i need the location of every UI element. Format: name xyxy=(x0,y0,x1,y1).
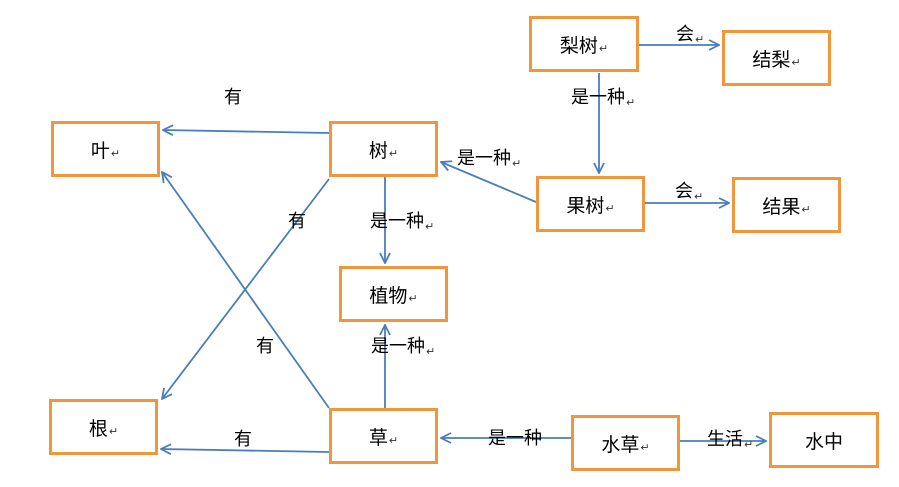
edge-label-shu-gen: 有 xyxy=(288,213,306,231)
edge-shu-ye xyxy=(163,130,330,133)
edge-label-text: 是一种 xyxy=(371,336,425,357)
edge-label-guoshu-jieguo: 会↵ xyxy=(675,181,704,203)
edge-guoshu-shu xyxy=(441,162,537,203)
edge-label-text: 生活 xyxy=(707,429,743,450)
node-zhi-wu: 植物↵ xyxy=(339,266,448,322)
node-ye: 叶↵ xyxy=(51,121,160,177)
edge-cao-gen xyxy=(161,449,330,452)
edge-label-lishu-guoshu: 是一种↵ xyxy=(571,87,636,109)
edge-label-shu-ye: 有 xyxy=(224,89,242,107)
edge-label-cao-zhiwu: 是一种↵ xyxy=(371,336,436,358)
node-label: 梨树 xyxy=(559,34,598,57)
node-shui-cao: 水草↵ xyxy=(571,415,680,471)
node-shu: 树↵ xyxy=(329,121,438,177)
edge-label-cao-gen: 有 xyxy=(234,431,252,449)
node-jie-guo: 结果↵ xyxy=(732,177,841,233)
node-label: 结果 xyxy=(762,195,801,218)
edge-label-text: 是一种 xyxy=(488,428,542,449)
edge-label-lishu-jieli: 会↵ xyxy=(676,24,705,46)
edge-label-text: 有 xyxy=(256,336,274,357)
edge-label-text: 是一种 xyxy=(370,211,424,232)
node-label: 水草 xyxy=(601,433,640,456)
node-li-shu: 梨树↵ xyxy=(529,16,639,72)
edge-cao-ye xyxy=(162,172,330,409)
node-label: 根 xyxy=(88,417,108,440)
paragraph-mark-icon: ↵ xyxy=(744,438,754,451)
edge-label-text: 会 xyxy=(676,24,694,45)
paragraph-mark-icon: ↵ xyxy=(640,440,650,454)
edge-label-cao-ye: 有 xyxy=(256,338,274,356)
edge-label-text: 有 xyxy=(234,429,252,450)
paragraph-mark-icon: ↵ xyxy=(695,33,705,46)
node-jie-li: 结梨↵ xyxy=(722,30,831,86)
edge-label-text: 有 xyxy=(224,87,242,108)
node-label: 植物 xyxy=(369,284,408,307)
edge-label-text: 会 xyxy=(675,181,693,202)
paragraph-mark-icon: ↵ xyxy=(605,201,615,215)
paragraph-mark-icon: ↵ xyxy=(626,96,636,109)
paragraph-mark-icon: ↵ xyxy=(598,41,609,55)
node-gen: 根↵ xyxy=(49,399,158,455)
edge-label-shu-zhiwu: 是一种↵ xyxy=(370,211,435,233)
edge-label-shuicao-shuizhong: 生活↵ xyxy=(707,429,754,451)
paragraph-mark-icon: ↵ xyxy=(388,433,399,447)
node-cao: 草↵ xyxy=(329,408,438,464)
paragraph-mark-icon: ↵ xyxy=(791,55,801,69)
paragraph-mark-icon: ↵ xyxy=(512,157,522,170)
node-label: 果树 xyxy=(566,194,605,217)
paragraph-mark-icon: ↵ xyxy=(801,202,811,216)
edge-label-shuicao-cao: 是一种 xyxy=(488,430,542,448)
node-label: 树 xyxy=(368,139,388,162)
paragraph-mark-icon: ↵ xyxy=(694,190,704,203)
paragraph-mark-icon: ↵ xyxy=(110,146,121,160)
edge-label-text: 有 xyxy=(288,211,306,232)
node-label: 水中 xyxy=(804,430,843,453)
paragraph-mark-icon: ↵ xyxy=(426,345,436,358)
node-label: 结梨 xyxy=(752,48,791,71)
paragraph-mark-icon: ↵ xyxy=(108,424,119,438)
edges-layer xyxy=(161,45,766,452)
node-shui-zhong: 水中 xyxy=(769,412,879,468)
node-guo-shu: 果树↵ xyxy=(536,176,645,232)
paragraph-mark-icon: ↵ xyxy=(408,291,418,305)
edge-label-guoshu-shu: 是一种↵ xyxy=(457,148,522,170)
node-label: 草 xyxy=(368,426,388,449)
edge-label-text: 是一种 xyxy=(571,87,625,108)
paragraph-mark-icon: ↵ xyxy=(425,220,435,233)
node-label: 叶 xyxy=(90,139,110,162)
paragraph-mark-icon: ↵ xyxy=(388,146,399,160)
edge-label-text: 是一种 xyxy=(457,148,511,169)
